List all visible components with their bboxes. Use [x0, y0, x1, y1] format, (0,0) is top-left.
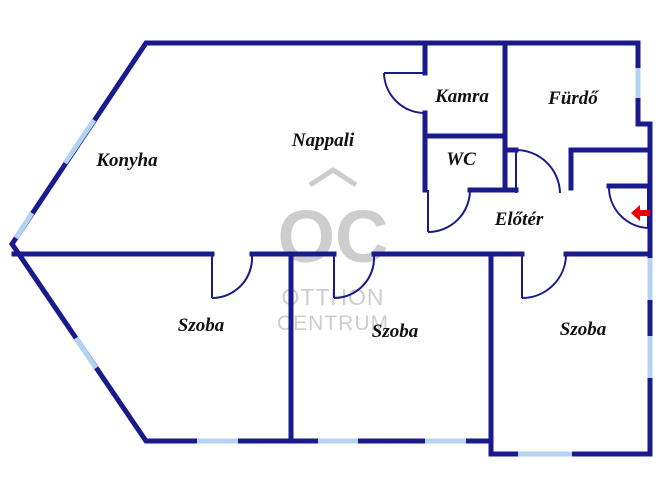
door-wc: [427, 189, 471, 233]
room-labels: Konyha Nappali Kamra Fürdő WC Előtér Szo…: [95, 86, 606, 342]
watermark-roof-icon: [308, 167, 358, 188]
doors: [211, 72, 649, 300]
window-konyha-upper: [62, 118, 97, 165]
watermark-line2: CENTRUM: [277, 312, 389, 335]
watermark: OC OTTHON CENTRUM: [277, 167, 389, 335]
room-label-nappali: Nappali: [291, 130, 355, 151]
door-kamra: [383, 72, 426, 114]
room-label-szoba-right: Szoba: [560, 319, 607, 340]
door-entrance: [607, 185, 649, 229]
room-label-eloter: Előtér: [494, 209, 544, 230]
room-label-szoba-left: Szoba: [178, 315, 225, 336]
entrance-arrow-icon: [631, 205, 650, 221]
door-szoba-left: [211, 255, 254, 300]
door-furdo: [515, 149, 561, 194]
room-label-kamra: Kamra: [434, 86, 489, 107]
window-szoba-left-side: [73, 336, 99, 370]
room-label-wc: WC: [446, 149, 476, 170]
door-szoba-middle: [333, 255, 376, 300]
watermark-line1: OTTHON: [281, 284, 384, 310]
window-konyha-lower: [13, 211, 35, 240]
room-label-furdo: Fürdő: [547, 88, 599, 109]
windows: [13, 68, 653, 457]
room-label-szoba-middle: Szoba: [372, 321, 419, 342]
room-label-konyha: Konyha: [95, 150, 158, 171]
door-szoba-right: [521, 255, 567, 300]
